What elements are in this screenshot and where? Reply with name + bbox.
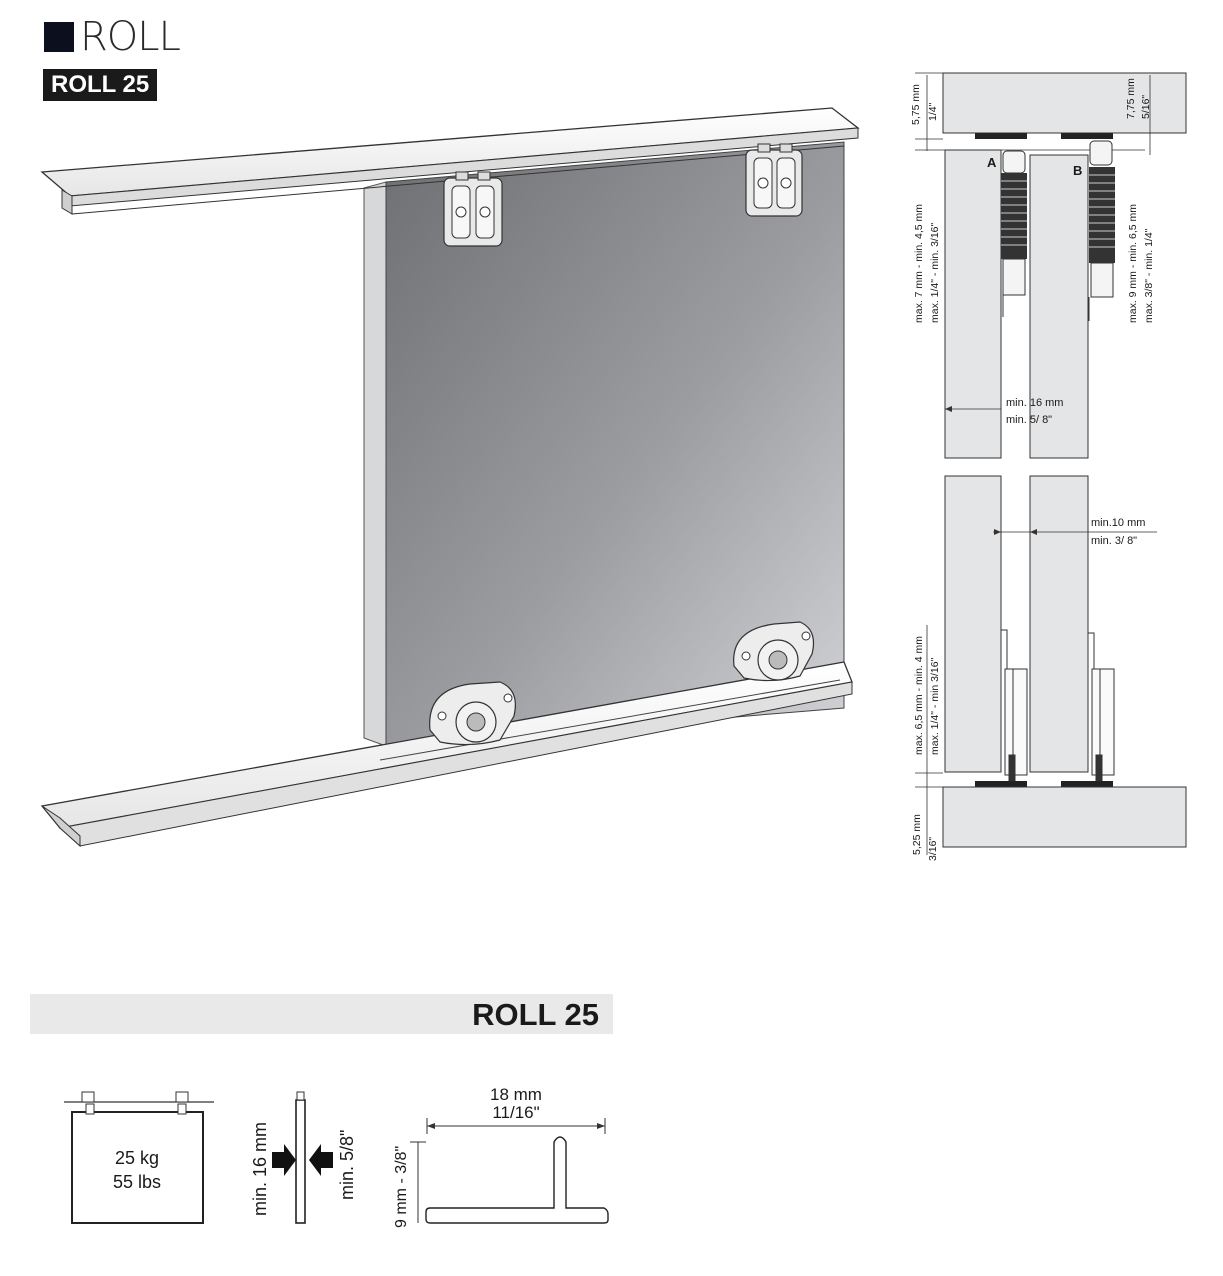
dim-top-in: 1/4" [927, 102, 939, 121]
thickness-icon: min. 16 mm min. 5/8" [250, 1091, 357, 1224]
rail-width-in: 11/16" [492, 1103, 539, 1122]
label-a: A [987, 155, 997, 170]
bottom-guide-b [1088, 632, 1115, 782]
brand-square-icon [44, 22, 74, 52]
specs-title: ROLL 25 [472, 997, 599, 1032]
dim-b-in: max. 3/8" - min. 1/4" [1143, 228, 1155, 323]
dim-b-mm: max. 9 mm - min. 6,5 mm [1127, 204, 1139, 323]
dim-bottom-guide-in: max. 1/4" - min 3/16" [929, 657, 941, 755]
dim-top-right-mm: 7,75 mm [1125, 78, 1137, 119]
door-edge [363, 181, 387, 747]
dim-gap-mm: min.10 mm [1091, 517, 1145, 529]
bottom-roller-left [429, 681, 516, 746]
door-b-upper [1029, 154, 1089, 459]
top-carrier-left [443, 171, 503, 247]
door-illustration [40, 107, 860, 848]
dim-panel-in: min. 5/ 8" [1006, 414, 1052, 426]
rail-height: 9 mm - 3/8" [393, 1146, 410, 1228]
bottom-roller-right [733, 621, 815, 682]
weight-icon: 25 kg 55 lbs [64, 1091, 214, 1224]
brand-name: ROLL [80, 14, 181, 60]
carrier-b-section [1088, 140, 1115, 321]
dim-bottom-guide-mm: max. 6,5 mm - min. 4 mm [913, 636, 925, 755]
door-b-lower [1029, 475, 1089, 773]
carrier-a-section [1001, 150, 1027, 317]
specs-icons: 25 kg 55 lbs min. 16 mm min. 5/8" 18 mm … [64, 1085, 609, 1228]
label-b: B [1073, 163, 1082, 178]
weight-kg: 25 kg [115, 1148, 159, 1168]
top-carrier-right [745, 143, 803, 217]
cross-section-diagram: A B 5,75 mm 1/4" 7,75 mm 5/16" max. 7 mm… [910, 72, 1187, 861]
top-board [942, 72, 1187, 134]
dim-a-in: max. 1/4" - min. 3/16" [929, 222, 941, 323]
bottom-rail [40, 661, 853, 848]
model-badge: ROLL 25 [43, 69, 158, 101]
bottom-board [942, 786, 1187, 848]
dim-panel-mm: min. 16 mm [1006, 397, 1063, 409]
dim-a-mm: max. 7 mm - min. 4,5 mm [913, 204, 925, 323]
dim-top-mm: 5,75 mm [910, 84, 922, 125]
dim-bottom-mm: 5,25 mm [911, 814, 923, 855]
dim-bottom-in: 3/16" [927, 837, 939, 861]
door-a-lower [944, 475, 1002, 773]
weight-lbs: 55 lbs [113, 1172, 161, 1192]
door-panel [385, 141, 845, 747]
specs-title-bar: ROLL 25 [30, 994, 613, 1034]
dim-top-right-in: 5/16" [1140, 95, 1152, 119]
thickness-in: min. 5/8" [337, 1130, 357, 1200]
rail-profile-icon: 18 mm 11/16" 9 mm - 3/8" [393, 1085, 609, 1228]
bottom-guide-a [1001, 629, 1028, 782]
rail-width-mm: 18 mm [490, 1085, 542, 1104]
thickness-mm: min. 16 mm [250, 1122, 270, 1216]
dim-gap-in: min. 3/ 8" [1091, 535, 1137, 547]
door-a-upper [944, 149, 1002, 459]
